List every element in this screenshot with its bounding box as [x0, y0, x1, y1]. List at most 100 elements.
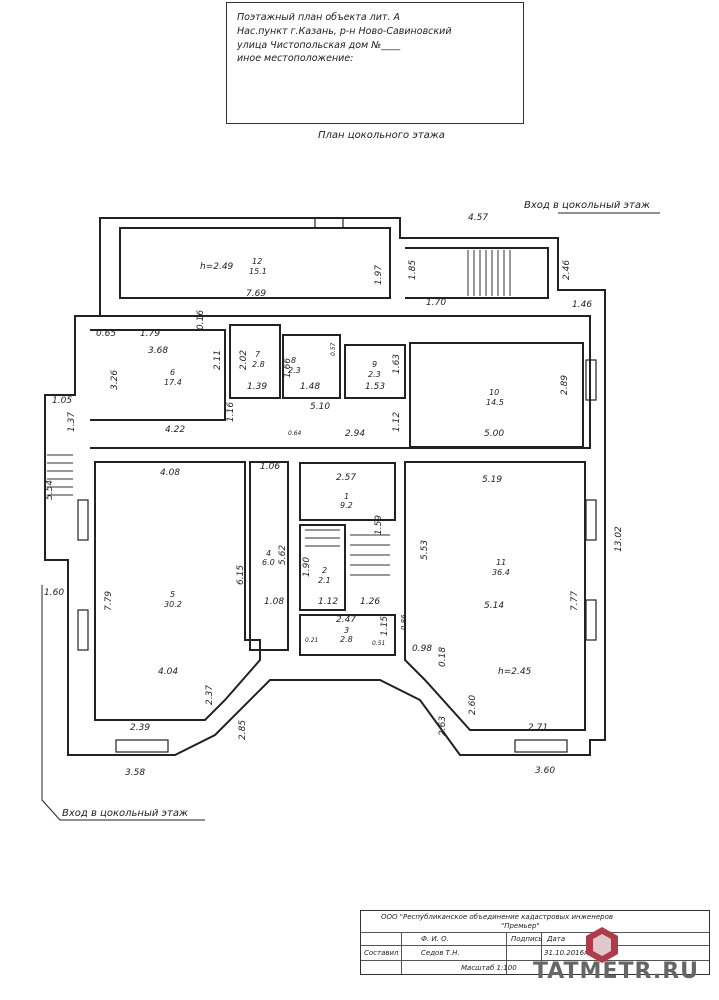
- role: Составил: [364, 949, 399, 957]
- room-number: 2: [322, 566, 328, 575]
- height-label: h=2.45: [498, 667, 532, 677]
- stair-block: [405, 247, 549, 299]
- dimension-label: 5.62: [278, 544, 288, 565]
- dimension-label: 1.97: [374, 264, 384, 285]
- dimension-label: 1.37: [67, 411, 77, 432]
- org-name-2: "Премьер": [501, 922, 540, 930]
- dimension-label: 5.14: [484, 601, 505, 611]
- dimension-label: 1.12: [318, 597, 339, 607]
- room-area: 2.3: [368, 370, 381, 379]
- room-9-wall: [344, 344, 406, 399]
- dimension-label: 3.58: [125, 768, 146, 778]
- dimension-label: 1.60: [44, 588, 65, 598]
- dimension-label: 2.94: [345, 429, 366, 439]
- watermark: TATMETR.RU: [532, 959, 699, 984]
- room-4-wall: [249, 461, 289, 651]
- room-area: 30.2: [164, 600, 182, 609]
- stamp-line-2: Нас.пункт г.Казань, р-н Ново-Савиновский: [237, 25, 452, 37]
- dimension-label: 13.02: [614, 526, 624, 552]
- dimension-label: 1.08: [264, 597, 285, 607]
- dimension-label: 0.64: [288, 430, 302, 437]
- mid-band-wall: [90, 315, 591, 449]
- dimension-label: 4.08: [160, 468, 181, 478]
- room-number: 8: [291, 356, 297, 365]
- room-7-wall: [229, 324, 281, 399]
- org-name: ООО "Республиканское объединение кадастр…: [381, 913, 613, 921]
- col-sign: Подпись: [511, 935, 543, 943]
- dimension-label: 1.05: [52, 396, 73, 406]
- room-2-wall: [299, 524, 346, 611]
- room-area: 2.3: [288, 366, 301, 375]
- dimension-label: 1.39: [247, 382, 268, 392]
- dimension-label: 0.98: [412, 644, 433, 654]
- room-number: 11: [496, 558, 507, 567]
- room-number: 5: [170, 590, 176, 599]
- dimension-label: 3.60: [535, 766, 556, 776]
- dimension-label: 0.16: [196, 309, 206, 330]
- room-number: 7: [255, 350, 261, 359]
- room-area: 2.8: [340, 635, 353, 644]
- room-number: 3: [344, 626, 350, 635]
- room-area: 15.1: [249, 267, 267, 276]
- room-6-wall: [90, 329, 226, 421]
- dimension-label: 2.60: [468, 694, 478, 715]
- logo-icon: [586, 927, 618, 963]
- dimension-label: 1.85: [408, 259, 418, 280]
- room-3-wall: [299, 614, 396, 656]
- dimension-label: 0.18: [438, 646, 448, 667]
- room-10-wall: [409, 342, 584, 448]
- compile-date: 31.10.2016г.: [544, 949, 590, 957]
- plan-stamp: Поэтажный план объекта лит. А Нас.пункт …: [226, 2, 524, 124]
- dimension-label: 0.65: [96, 329, 117, 339]
- room-area: 36.4: [492, 568, 510, 577]
- room-number: 1: [344, 492, 350, 501]
- dimension-label: 6.15: [236, 564, 246, 585]
- room-area: 9.2: [340, 501, 353, 510]
- dimension-label: 2.47: [336, 615, 357, 625]
- dimension-label: 5.53: [420, 539, 430, 560]
- dimension-label: 1.63: [392, 353, 402, 374]
- room-number: 9: [372, 360, 378, 369]
- dimension-label: 2.02: [239, 349, 249, 370]
- room-5-wall: [94, 461, 261, 721]
- room-8-wall: [282, 334, 341, 399]
- room-number: 4: [266, 549, 272, 558]
- stamp-line-1: Поэтажный план объекта лит. А: [237, 12, 400, 23]
- scale: Масштаб 1:100: [461, 964, 517, 972]
- dimension-label: 5.54: [45, 479, 55, 500]
- dimension-label: 2.39: [130, 723, 151, 733]
- room-area: 6.0: [262, 558, 275, 567]
- dimension-label: 2.63: [438, 715, 448, 736]
- dimension-label: 5.10: [310, 402, 331, 412]
- room-area: 17.4: [164, 378, 182, 387]
- dimension-label: 2.71: [528, 723, 549, 733]
- dimension-label: 3.68: [148, 346, 169, 356]
- room-1-wall: [299, 462, 396, 521]
- dimension-label: 1.70: [426, 298, 447, 308]
- room-area: 14.5: [486, 398, 504, 407]
- dimension-label: 1.26: [360, 597, 381, 607]
- title-block: ООО "Республиканское объединение кадастр…: [360, 910, 710, 975]
- room-11-wall: [404, 461, 586, 731]
- compiler-name: Седов Т.Н.: [421, 949, 460, 957]
- room-number: 12: [252, 257, 263, 266]
- height-label: h=2.49: [200, 262, 234, 272]
- dimension-label: 1.90: [302, 556, 312, 577]
- dimension-label: 1.48: [300, 382, 321, 392]
- room-12-wall: [119, 227, 391, 299]
- dimension-label: 1.15: [380, 615, 390, 636]
- dimension-label: 7.69: [246, 289, 267, 299]
- room-area: 2.8: [252, 360, 265, 369]
- entrance-label-bottom: Вход в цокольный этаж: [62, 808, 188, 819]
- col-date: Дата: [547, 935, 566, 943]
- dimension-label: 0.57: [330, 342, 337, 356]
- dimension-label: 1.16: [226, 401, 236, 422]
- col-fio: Ф. И. О.: [421, 935, 449, 943]
- room-number: 6: [170, 368, 176, 377]
- dimension-label: 2.85: [238, 719, 248, 740]
- dimension-label: 1.46: [572, 300, 593, 310]
- dimension-label: 2.89: [560, 374, 570, 395]
- dimension-label: 7.79: [104, 590, 114, 611]
- dimension-label: 2.46: [562, 259, 572, 280]
